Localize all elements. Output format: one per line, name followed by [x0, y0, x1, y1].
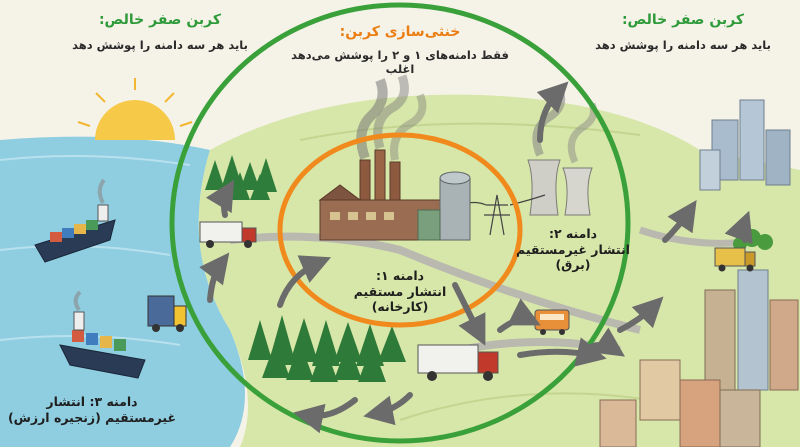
scope1-line3: (کارخانه)	[371, 299, 429, 315]
carbon-neutral-block: خنثی‌سازی کربن: فقط دامنه‌های ۱ و ۲ را پ…	[275, 24, 525, 76]
transmission-tower-icon	[459, 194, 546, 236]
scope3-label: دامنه ۳: انتشار غیرمستقیم (زنجیره ارزش)	[2, 394, 182, 425]
scope1-line1: دامنه ۱:	[375, 268, 425, 283]
city-upper-right	[699, 99, 791, 191]
city-lower-right	[599, 269, 799, 447]
sea	[0, 136, 245, 447]
net-zero-left-block: کربن صفر خالص: باید هر سه دامنه را پوشش …	[60, 12, 260, 52]
scope3-line2: غیرمستقیم (زنجیره ارزش)	[7, 409, 177, 425]
truck-left-icon	[199, 221, 257, 248]
container-ship-top-icon	[34, 178, 116, 263]
scope2-line1: دامنه ۲:	[548, 226, 598, 241]
factory-icon	[318, 74, 471, 241]
carbon-neutral-title: خنثی‌سازی کربن:	[339, 24, 461, 40]
net-zero-right-block: کربن صفر خالص: باید هر سه دامنه را پوشش …	[578, 12, 788, 52]
carbon-neutral-ring	[277, 132, 523, 328]
carbon-neutral-subtitle: فقط دامنه‌های ۱ و ۲ را پوشش می‌دهد اغلب	[291, 47, 509, 76]
net-zero-right-subtitle: باید هر سه دامنه را پوشش دهد	[595, 37, 771, 52]
container-ship-bottom-icon	[59, 290, 146, 379]
scope2-label: دامنه ۲: انتشار غیرمستقیم (برق)	[508, 226, 638, 273]
sun-icon	[77, 78, 193, 140]
road	[229, 232, 641, 334]
scope3-line1: دامنه ۳: انتشار	[46, 394, 138, 409]
net-zero-left-subtitle: باید هر سه دامنه را پوشش دهد	[72, 37, 248, 52]
truck-right-icon	[714, 247, 756, 272]
scope2-line2: انتشار غیرمستقیم	[516, 241, 630, 257]
truck-bottom-icon	[417, 344, 499, 381]
flow-arrows	[199, 81, 753, 434]
truck-left-lower-icon	[147, 295, 187, 332]
scope1-line2: انتشار مستقیم	[353, 283, 447, 299]
scope2-line3: (برق)	[555, 257, 591, 273]
net-zero-right-title: کربن صفر خالص:	[621, 12, 745, 28]
scope1-label: دامنه ۱: انتشار مستقیم (کارخانه)	[325, 268, 475, 315]
net-zero-left-title: کربن صفر خالص:	[98, 12, 222, 28]
forest-center	[248, 315, 406, 382]
net-zero-ring	[169, 2, 631, 444]
